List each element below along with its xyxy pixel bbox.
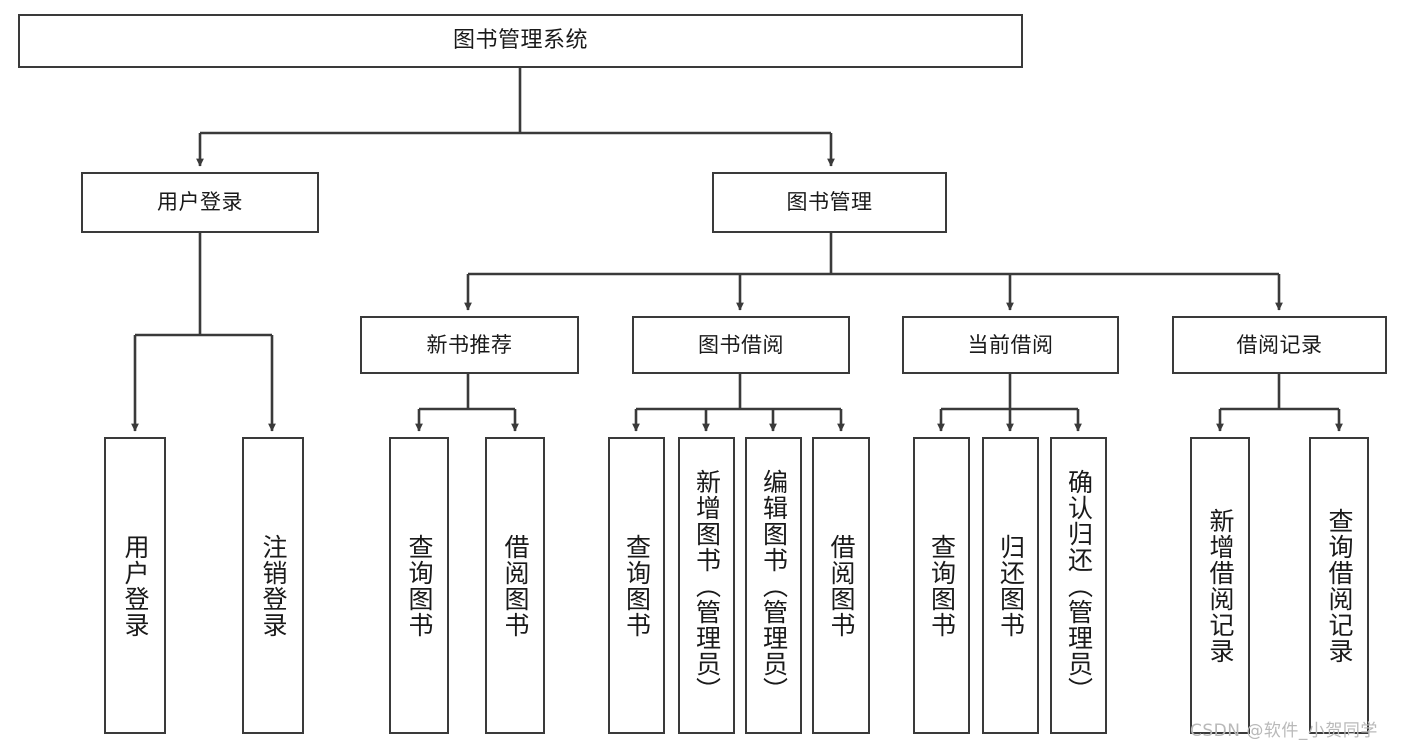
node-label: 编辑图书（管理员） (759, 468, 789, 703)
node-user-login[interactable]: 用户登录 (81, 172, 319, 233)
node-book-manage[interactable]: 图书管理 (712, 172, 947, 233)
node-borrow-record[interactable]: 借阅记录 (1172, 316, 1387, 374)
node-leaf-borrow-book-2[interactable]: 借阅图书 (812, 437, 870, 734)
node-label: 图书管理系统 (452, 28, 588, 54)
node-label: 图书借阅 (698, 332, 784, 357)
node-root-system[interactable]: 图书管理系统 (18, 14, 1023, 68)
node-label: 归还图书 (996, 533, 1026, 638)
node-leaf-query-record[interactable]: 查询借阅记录 (1309, 437, 1369, 734)
node-leaf-logout[interactable]: 注销登录 (242, 437, 304, 734)
node-leaf-query-book-3[interactable]: 查询图书 (913, 437, 970, 734)
node-label: 借阅记录 (1236, 332, 1323, 357)
node-label: 新书推荐 (426, 332, 513, 357)
node-leaf-add-record[interactable]: 新增借阅记录 (1190, 437, 1250, 734)
node-label: 借阅图书 (827, 533, 856, 638)
node-leaf-borrow-book-1[interactable]: 借阅图书 (485, 437, 545, 734)
node-label: 注销登录 (259, 533, 288, 638)
node-label: 用户登录 (121, 533, 150, 638)
node-label: 新增图书（管理员） (692, 468, 722, 703)
node-new-book-rec[interactable]: 新书推荐 (360, 316, 579, 374)
node-leaf-user-login[interactable]: 用户登录 (104, 437, 166, 734)
node-leaf-query-book-2[interactable]: 查询图书 (608, 437, 665, 734)
csdn-watermark: CSDN @软件_小贺同学 (1190, 721, 1378, 741)
node-label: 用户登录 (157, 190, 243, 215)
node-label: 当前借阅 (967, 332, 1054, 357)
node-leaf-add-book[interactable]: 新增图书（管理员） (678, 437, 735, 734)
node-label: 借阅图书 (501, 533, 530, 638)
node-label: 查询借阅记录 (1325, 507, 1354, 664)
node-leaf-query-book-1[interactable]: 查询图书 (389, 437, 449, 734)
node-label: 查询图书 (622, 533, 652, 638)
node-leaf-edit-book[interactable]: 编辑图书（管理员） (745, 437, 802, 734)
node-current-borrow[interactable]: 当前借阅 (902, 316, 1119, 374)
node-leaf-return-book[interactable]: 归还图书 (982, 437, 1039, 734)
node-label: 查询图书 (405, 533, 434, 638)
node-label: 新增借阅记录 (1206, 507, 1235, 664)
node-leaf-confirm-return[interactable]: 确认归还（管理员） (1050, 437, 1107, 734)
node-label: 确认归还（管理员） (1064, 468, 1094, 703)
node-label: 图书管理 (786, 190, 873, 215)
node-label: 查询图书 (927, 533, 957, 638)
node-book-borrow[interactable]: 图书借阅 (632, 316, 850, 374)
